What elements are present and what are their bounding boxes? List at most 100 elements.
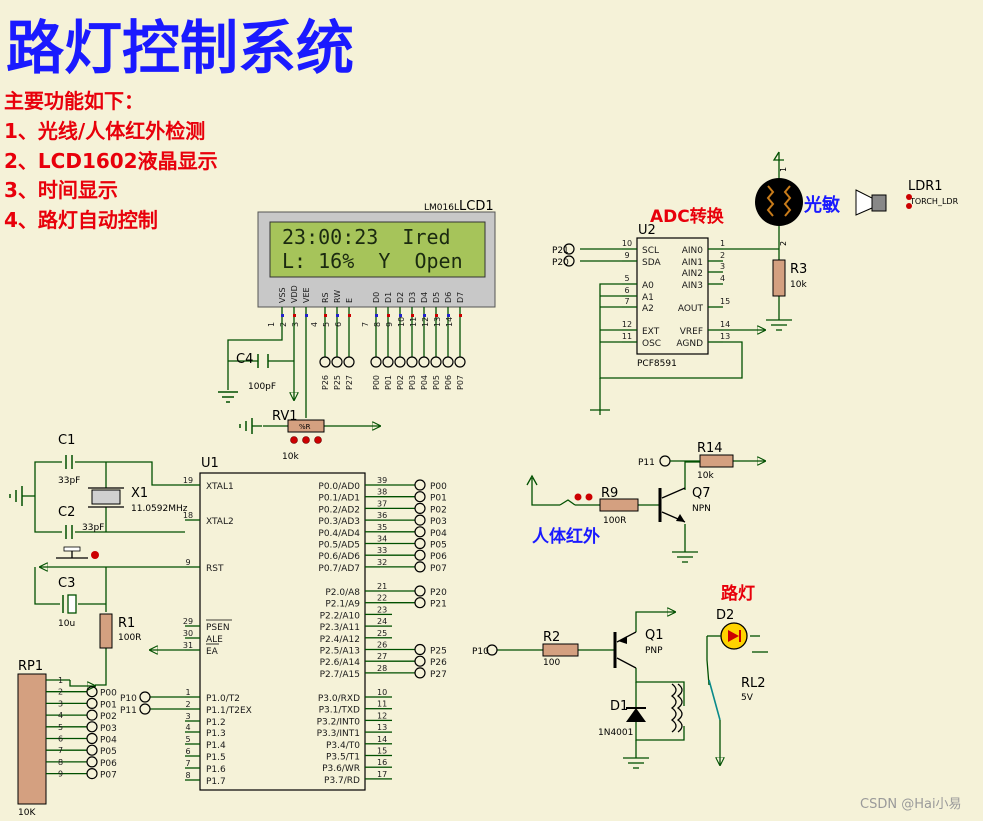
mcu-net-label: P26 bbox=[430, 658, 447, 668]
lcd-net-label: P05 bbox=[432, 375, 441, 390]
mcu-net-label: P04 bbox=[430, 529, 447, 539]
q7-npn-transistor[interactable]: Q7 NPN bbox=[658, 486, 711, 523]
lcd-line-1: 23:00:23 Ired bbox=[282, 225, 451, 249]
lcd-pin-number: 9 bbox=[385, 322, 394, 327]
r1-value: 100R bbox=[118, 633, 141, 643]
adc-pcf8591[interactable]: U2 PCF8591 10SCL9SDA5A06A17A212EXT11OSC1… bbox=[622, 223, 730, 369]
mcu-pin-number: 25 bbox=[377, 629, 387, 638]
mcu-net-label: P06 bbox=[430, 552, 447, 562]
r2-value: 100 bbox=[543, 658, 560, 668]
adc-net-sda: P20 bbox=[552, 258, 569, 268]
mcu-pin-label: P1.3 bbox=[206, 729, 226, 739]
adc-pin-label: A2 bbox=[642, 304, 654, 314]
mcu-net-label: P05 bbox=[430, 541, 447, 551]
rp1-pin-number: 9 bbox=[58, 770, 63, 779]
mcu-8051[interactable]: U1 19XTAL118XTAL29RST29PSEN30ALE31EA1P1.… bbox=[120, 456, 447, 791]
mcu-pin-number: 36 bbox=[377, 511, 387, 520]
mcu-pin-label: P0.0/AD0 bbox=[318, 482, 360, 492]
r2-ref: R2 bbox=[543, 630, 560, 645]
adc-pin-label: AIN3 bbox=[682, 281, 703, 291]
adc-pin-number: 2 bbox=[720, 251, 725, 260]
mcu-pin-label: P2.2/A10 bbox=[320, 611, 361, 621]
rv1-potentiometer[interactable]: %R RV1 10k bbox=[239, 409, 325, 462]
mcu-pin-number: 1 bbox=[185, 688, 190, 697]
reset-button[interactable] bbox=[56, 546, 99, 559]
adc-pin-label: SDA bbox=[642, 258, 661, 268]
mcu-pin-label: ALE bbox=[206, 635, 223, 645]
lcd-module[interactable]: 23:00:23 Ired L: 16% Y Open LM016L LCD1 … bbox=[257, 199, 496, 390]
mcu-net-label: P27 bbox=[430, 670, 447, 680]
lcd-line-2: L: 16% Y Open bbox=[282, 249, 463, 273]
adc-pin-label: EXT bbox=[642, 327, 660, 337]
r9-ref: R9 bbox=[601, 486, 618, 501]
rp1-value: 10K bbox=[18, 808, 36, 818]
mcu-pin-number: 33 bbox=[377, 546, 387, 555]
mcu-pin-label: P3.6/WR bbox=[322, 764, 360, 774]
mcu-net-label: P11 bbox=[120, 706, 137, 716]
lcd-net-label: P26 bbox=[321, 375, 330, 390]
mcu-net-label: P21 bbox=[430, 600, 447, 610]
lcd-screen bbox=[269, 221, 486, 278]
mcu-pin-label: P0.1/AD1 bbox=[318, 494, 360, 504]
lcd-pin-label: VSS bbox=[278, 287, 287, 303]
lamp-annotation: 路灯 bbox=[721, 583, 755, 604]
lcd-pin-number: 5 bbox=[322, 322, 331, 327]
r14-ref: R14 bbox=[697, 441, 723, 456]
feature-item: 2、LCD1602液晶显示 bbox=[4, 149, 218, 173]
adc-pin-number: 5 bbox=[624, 274, 629, 283]
rv1-ref: RV1 bbox=[272, 409, 298, 424]
mcu-pin-label: RST bbox=[206, 564, 224, 574]
adc-pin-label: AOUT bbox=[678, 304, 704, 314]
adc-model: PCF8591 bbox=[637, 359, 677, 369]
adc-pin-number: 15 bbox=[720, 297, 730, 306]
adc-annotation: ADC转换 bbox=[650, 206, 725, 227]
adc-pin-number: 14 bbox=[720, 320, 730, 329]
lcd-pin-number: 11 bbox=[409, 317, 418, 327]
r9-value: 100R bbox=[603, 516, 626, 526]
q7-ref: Q7 bbox=[692, 486, 711, 501]
mcu-pin-number: 3 bbox=[185, 712, 190, 721]
lcd-net-label: P27 bbox=[345, 375, 354, 390]
rp1-pin-number: 1 bbox=[58, 676, 63, 685]
lcd-pin-number: 2 bbox=[279, 322, 288, 327]
r1-ref: R1 bbox=[118, 616, 135, 631]
mcu-pin-number: 39 bbox=[377, 476, 387, 485]
r14-value: 10k bbox=[697, 471, 714, 481]
adc-pin-number: 4 bbox=[720, 274, 725, 283]
c1-value: 33pF bbox=[58, 476, 80, 486]
adc-pin-label: A0 bbox=[642, 281, 654, 291]
mcu-pin-label: P3.2/INT0 bbox=[317, 717, 361, 727]
mcu-pin-label: P2.0/A8 bbox=[325, 588, 360, 598]
lcd-net-label: P03 bbox=[408, 375, 417, 390]
c4-ref: C4 bbox=[236, 352, 253, 367]
adc-pin-label: AGND bbox=[676, 339, 703, 349]
pir-annotation: 人体红外 bbox=[532, 526, 600, 547]
mcu-pin-label: P2.6/A14 bbox=[320, 658, 361, 668]
mcu-pin-number: 14 bbox=[377, 735, 387, 744]
mcu-pin-label: P2.3/A11 bbox=[320, 623, 360, 633]
crystal-value: 11.0592MHz bbox=[131, 504, 188, 514]
ldr-sensor[interactable]: 1 2 LDR1 TORCH_LDR bbox=[755, 151, 959, 246]
lcd-ref: LCD1 bbox=[459, 199, 494, 214]
rp1-pin-number: 4 bbox=[58, 711, 63, 720]
svg-text:1: 1 bbox=[779, 167, 788, 172]
light-sensor-annotation: 光敏 bbox=[803, 194, 841, 216]
mcu-net-label: P07 bbox=[430, 564, 447, 574]
rp1-net-label: P04 bbox=[100, 736, 117, 746]
r3-value: 10k bbox=[790, 280, 807, 290]
lcd-net-label: P07 bbox=[456, 375, 465, 390]
lcd-net-label: P01 bbox=[384, 375, 393, 390]
mcu-pin-label: P2.4/A12 bbox=[320, 635, 360, 645]
lcd-pin-number: 12 bbox=[421, 317, 430, 327]
mcu-pin-number: 18 bbox=[183, 511, 193, 520]
mcu-pin-number: 6 bbox=[185, 747, 190, 756]
mcu-pin-number: 21 bbox=[377, 582, 387, 591]
q1-pnp-transistor[interactable]: Q1 PNP bbox=[613, 628, 664, 669]
lcd-pin-label: D6 bbox=[444, 292, 453, 303]
c3-ref: C3 bbox=[58, 576, 75, 591]
mcu-pin-number: 30 bbox=[183, 629, 193, 638]
mcu-pin-label: P3.3/INT1 bbox=[317, 729, 360, 739]
r3-ref: R3 bbox=[790, 262, 807, 277]
